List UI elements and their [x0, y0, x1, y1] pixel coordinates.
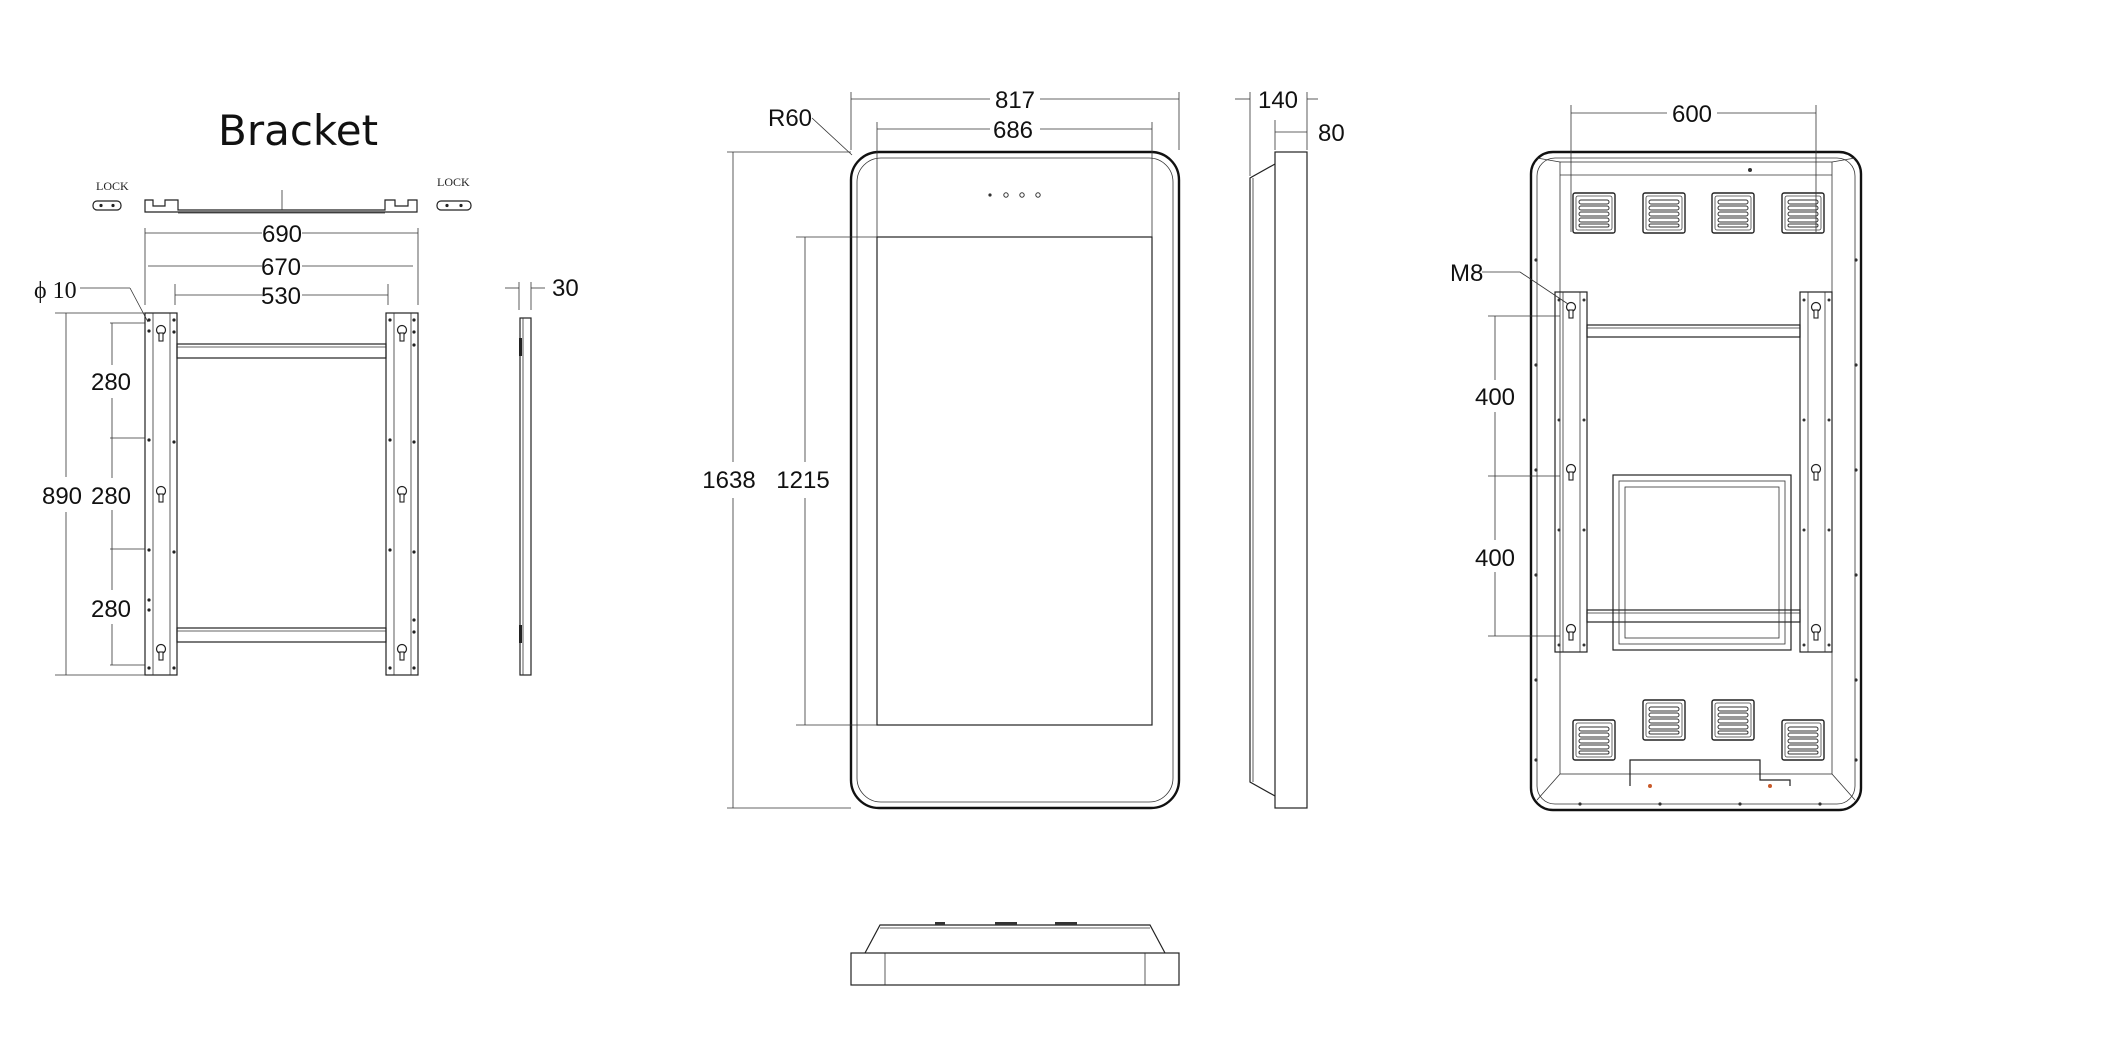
dim-400-series: 400 400 — [1475, 315, 1560, 637]
back-left-rail — [1554, 291, 1588, 653]
side-body — [1274, 151, 1308, 809]
back-view: 600 M8 400 400 — [1450, 101, 1863, 812]
back-edge-screws — [1534, 258, 1858, 806]
dim-phi10-label: ϕ 10 — [34, 278, 77, 304]
dim-690-label: 690 — [262, 221, 302, 248]
dim-280-b-label: 280 — [91, 483, 131, 510]
dim-530: 530 — [174, 283, 389, 310]
dim-1215: 1215 — [776, 236, 877, 726]
bracket-view: Bracket LOCK LOCK 690 670 — [34, 106, 579, 676]
sensor-dots — [988, 192, 1041, 198]
vents-bottom — [1572, 699, 1825, 761]
dim-686-label: 686 — [993, 117, 1033, 144]
dim-r60-label: R60 — [768, 105, 812, 132]
bottom-view — [850, 922, 1180, 986]
back-right-rail — [1799, 291, 1833, 653]
dim-817-label: 817 — [995, 87, 1035, 114]
bracket-crossbars — [176, 343, 387, 643]
side-view: 140 80 — [1235, 87, 1345, 809]
bottom-body — [850, 952, 1180, 986]
lock-label-right: LOCK — [437, 175, 470, 189]
dim-80-label: 80 — [1318, 120, 1345, 147]
dim-400-a-label: 400 — [1475, 384, 1515, 411]
dim-400-b-label: 400 — [1475, 545, 1515, 572]
dim-m8: M8 — [1450, 260, 1569, 305]
back-bottom-notch — [1629, 759, 1791, 788]
dim-140-label: 140 — [1258, 87, 1298, 114]
dim-80: 80 — [1274, 120, 1345, 150]
back-center-panel — [1612, 474, 1792, 651]
front-view: 817 686 R60 1638 1215 — [702, 87, 1181, 810]
dim-670-label: 670 — [261, 254, 301, 281]
dim-280-c-label: 280 — [91, 596, 131, 623]
screen-outer-frame — [849, 150, 1181, 810]
dim-690: 690 — [144, 221, 419, 305]
bracket-title: Bracket — [218, 106, 378, 155]
dim-890-label: 890 — [42, 483, 82, 510]
bracket-left-rail — [144, 312, 178, 676]
dim-890: 890 — [42, 312, 145, 676]
dim-1638: 1638 — [702, 151, 851, 809]
dim-600-label: 600 — [1672, 101, 1712, 128]
dim-686: 686 — [876, 117, 1153, 158]
bracket-right-rail — [385, 312, 419, 676]
dim-530-label: 530 — [261, 283, 301, 310]
lock-label-left: LOCK — [96, 179, 129, 193]
dim-r60: R60 — [768, 105, 853, 156]
dim-1215-label: 1215 — [776, 467, 829, 494]
dim-140: 140 — [1235, 87, 1318, 176]
dim-phi10: ϕ 10 — [34, 278, 149, 323]
back-outer-frame — [1529, 150, 1863, 812]
dim-670: 670 — [148, 254, 413, 281]
bracket-top-profile: LOCK LOCK — [92, 175, 472, 214]
back-crossbars — [1586, 324, 1801, 623]
dim-280-series: 280 280 280 — [91, 322, 145, 666]
dim-m8-label: M8 — [1450, 260, 1483, 287]
dim-817: 817 — [850, 87, 1180, 150]
display-area — [876, 236, 1153, 726]
vents-top — [1572, 192, 1825, 234]
dim-30-label: 30 — [552, 275, 579, 302]
dim-280-a-label: 280 — [91, 369, 131, 396]
dim-600: 600 — [1570, 101, 1817, 232]
dim-1638-label: 1638 — [702, 467, 755, 494]
bracket-side-profile: 30 — [505, 275, 579, 676]
